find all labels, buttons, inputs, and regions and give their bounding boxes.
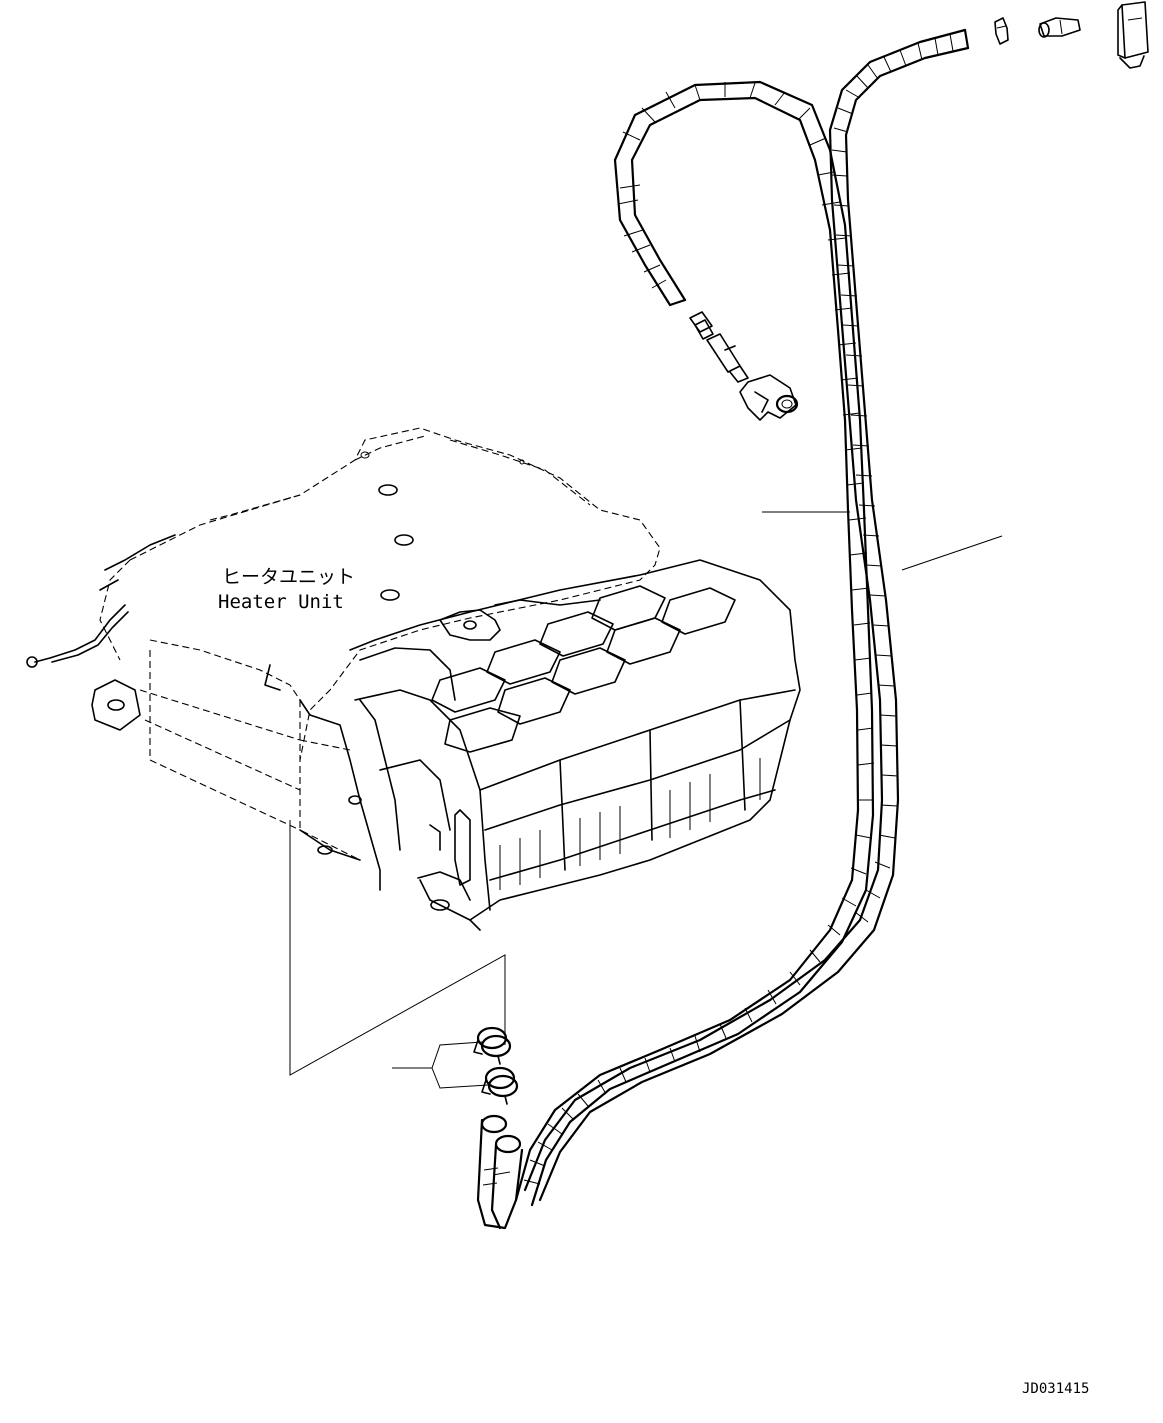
side-ribs [499,758,761,890]
heater-unit-label: ヒータユニット Heater Unit [212,562,362,614]
heater-hoses [476,28,970,1230]
drawing-code: JD031415 [1022,1381,1089,1397]
hose-ends-bottom [476,1114,524,1230]
hose-fittings-top [994,1,1149,69]
hose-leaders [762,511,1003,571]
spiral-wrap-marks [523,33,954,1185]
hose-clamp-lower [481,1066,519,1105]
heater-unit-label-jp: ヒータユニット [222,566,355,588]
heater-unit-label-en: Heater Unit [218,591,344,613]
hose-clamp-upper [473,1026,512,1065]
hose-clamps-callout [289,820,506,1089]
heater-unit-body [26,427,801,931]
hose-fittings-mid [689,311,799,421]
top-panel-grid [431,585,736,753]
